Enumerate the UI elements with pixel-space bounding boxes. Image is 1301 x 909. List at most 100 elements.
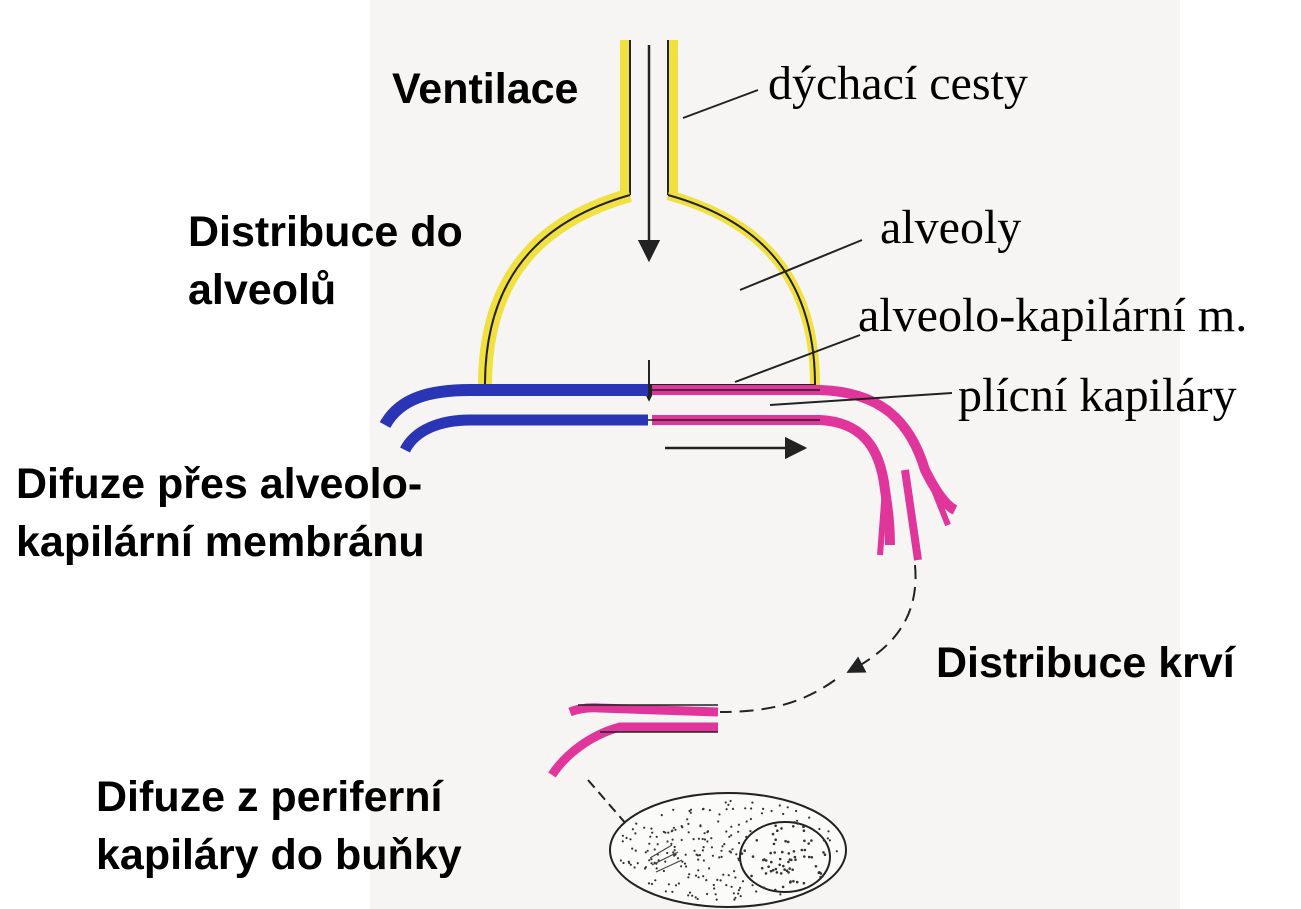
cell-stipple-dot: [789, 858, 792, 861]
cell-stipple-dot: [654, 879, 656, 881]
cell-stipple-dot: [702, 849, 704, 851]
cell-stipple-dot: [836, 850, 838, 852]
cell-stipple-dot: [818, 871, 821, 874]
cell-stipple-dot: [738, 824, 740, 826]
cell-stipple-dot: [622, 840, 624, 842]
cell-stipple-dot: [750, 818, 752, 820]
cell-stipple-dot: [664, 861, 666, 863]
cell-stipple-dot: [709, 809, 711, 811]
cell-stipple-dot: [750, 833, 752, 835]
cell-stipple-dot: [791, 868, 794, 871]
cell-stipple-dot: [651, 862, 653, 864]
cell-stipple-dot: [691, 895, 693, 897]
cell-stipple-dot: [767, 865, 770, 868]
cell-stipple-dot: [651, 883, 653, 885]
cell-stipple-dot: [794, 858, 797, 861]
cell-stipple-dot: [697, 869, 699, 871]
cell-stipple-dot: [778, 864, 781, 867]
cell-stipple-dot: [690, 812, 692, 814]
cell-stipple-dot: [672, 809, 674, 811]
cell-stipple-dot: [819, 876, 822, 879]
cell-stipple-dot: [628, 861, 630, 863]
cell-stipple-dot: [726, 808, 728, 810]
cell-stipple-dot: [718, 856, 720, 858]
cell-stipple-dot: [635, 823, 637, 825]
cell-stipple-dot: [687, 823, 689, 825]
cell-stipple-dot: [733, 892, 735, 894]
cell-stipple-dot: [730, 851, 732, 853]
cell-stipple-dot: [728, 874, 730, 876]
cell-stipple-dot: [622, 835, 624, 837]
cell-stipple-dot: [674, 849, 676, 851]
cell-stipple-dot: [728, 836, 730, 838]
cell-stipple-dot: [765, 872, 768, 875]
cell-stipple-dot: [740, 895, 742, 897]
cell-stipple-dot: [737, 831, 739, 833]
cell-stipple-dot: [672, 851, 674, 853]
cell-stipple-dot: [803, 882, 806, 885]
label-airways: dýchací cesty: [768, 56, 1028, 112]
cell-stipple-dot: [672, 839, 674, 841]
cell-stipple-dot: [656, 867, 658, 869]
cell-stipple-dot: [782, 886, 785, 889]
cell-stipple-dot: [681, 861, 683, 863]
cell-stipple-dot: [697, 898, 699, 900]
cell-stipple-dot: [803, 840, 806, 843]
cell-stipple-dot: [651, 832, 653, 834]
cell-stipple-dot: [666, 840, 668, 842]
cell-stipple-dot: [787, 841, 790, 844]
cell-stipple-dot: [789, 880, 792, 883]
cell-stipple-dot: [796, 881, 799, 884]
cell-stipple-dot: [773, 843, 776, 846]
cell-stipple-dot: [688, 873, 690, 875]
cell-stipple-dot: [626, 837, 628, 839]
label-diffusion-cell-line1: Difuze z periferní: [96, 768, 462, 826]
cell-stipple-dot: [721, 856, 723, 858]
cell-stipple-dot: [656, 836, 658, 838]
cell-stipple-dot: [675, 884, 677, 886]
cell-stipple-dot: [762, 808, 764, 810]
cell-stipple-dot: [792, 880, 795, 883]
cell-stipple-dot: [708, 867, 710, 869]
cell-stipple-dot: [776, 871, 779, 874]
cell-stipple-dot: [650, 858, 652, 860]
label-distribution-alveoli-line2: alveolů: [188, 261, 463, 319]
cell-stipple-dot: [780, 827, 783, 830]
cell-stipple-dot: [761, 867, 764, 870]
cell-stipple-dot: [746, 820, 748, 822]
cell-stipple-dot: [686, 818, 688, 820]
cell-stipple-dot: [673, 827, 675, 829]
cell-stipple-dot: [752, 884, 754, 886]
cell-stipple-dot: [779, 858, 782, 861]
label-diffusion-membrane-line1: Difuze přes alveolo-: [16, 455, 425, 513]
cell-stipple-dot: [829, 839, 831, 841]
cell-stipple-dot: [699, 824, 701, 826]
cell-stipple-dot: [635, 850, 637, 852]
label-distribution-alveoli-line1: Distribuce do: [188, 203, 463, 261]
cell-stipple-dot: [645, 851, 647, 853]
cell-stipple-dot: [818, 828, 820, 830]
cell-stipple-dot: [688, 810, 690, 812]
cell-stipple-dot: [681, 839, 683, 841]
cell-stipple-dot: [706, 840, 708, 842]
cell-stipple-dot: [648, 843, 650, 845]
cell-stipple-dot: [803, 855, 806, 858]
cell-stipple-dot: [815, 865, 818, 868]
cell-stipple-dot: [622, 862, 624, 864]
cell-stipple-dot: [674, 846, 676, 848]
cell-stipple-dot: [710, 837, 712, 839]
cell-stipple-dot: [737, 858, 739, 860]
cell-stipple-dot: [644, 867, 646, 869]
cell-stipple-dot: [698, 838, 700, 840]
cell-stipple-dot: [713, 884, 715, 886]
cell-stipple-dot: [793, 850, 796, 853]
cell-stipple-dot: [725, 884, 727, 886]
cell-stipple-dot: [810, 839, 813, 842]
cell-stipple-dot: [643, 827, 645, 829]
cell-stipple-dot: [685, 865, 687, 867]
cell-stipple-dot: [808, 856, 811, 859]
label-diffusion-membrane: Difuze přes alveolo- kapilární membránu: [16, 455, 425, 571]
cell-stipple-dot: [786, 869, 789, 872]
cell-stipple-dot: [731, 886, 733, 888]
cell-stipple-dot: [796, 822, 799, 825]
